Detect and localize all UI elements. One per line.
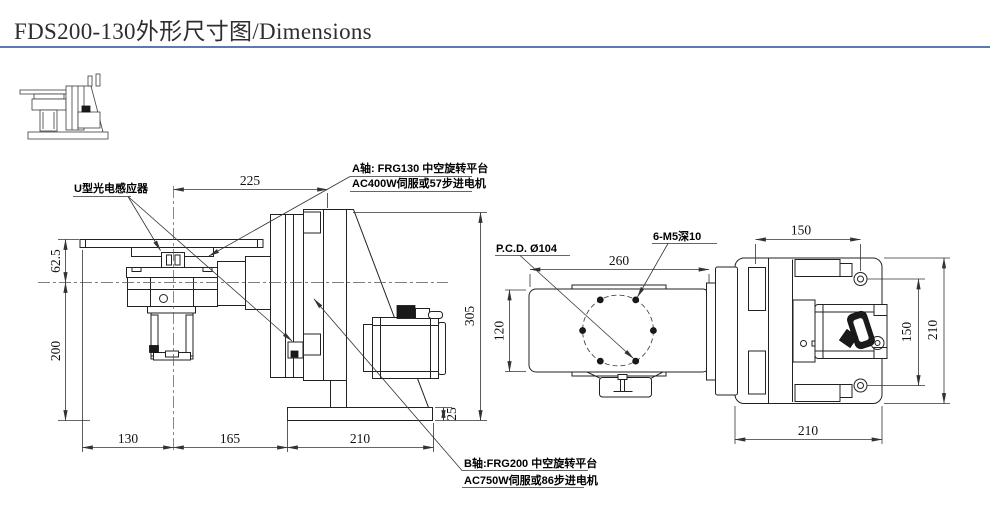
- dim-130: 130: [118, 431, 139, 446]
- bolt-circle: [579, 294, 657, 367]
- callout-leaders: [73, 176, 588, 488]
- motor-end-view: [792, 299, 888, 363]
- label-pcd: P.C.D. Ø104: [496, 243, 558, 255]
- dim-200: 200: [48, 341, 63, 362]
- label-tapped-holes: 6-M5深10: [653, 229, 701, 243]
- front-view: 225 62.5 200 130 165 210 305 25 U型光电感应器 …: [38, 161, 598, 488]
- dim-150-top: 150: [791, 223, 812, 238]
- top-dimensions: [495, 243, 717, 373]
- dim-210-bottom: 210: [798, 423, 819, 438]
- dim-225: 225: [240, 173, 261, 188]
- side-dimensions: [734, 237, 950, 444]
- dim-120: 120: [492, 321, 507, 342]
- dim-62-5: 62.5: [48, 249, 63, 273]
- callout-u-sensor: U型光电感应器: [74, 181, 149, 195]
- dim-150-right: 150: [899, 322, 914, 343]
- callout-axis-a-line1: A轴: FRG130 中空旋转平台: [352, 161, 488, 175]
- top-view: 260 120 P.C.D. Ø104 6-M5深10: [492, 229, 717, 398]
- dim-210-base: 210: [350, 431, 371, 446]
- top-outline: [528, 284, 717, 398]
- thumbnail-isometric-view: [19, 73, 109, 140]
- title-underline: [0, 46, 990, 48]
- front-dimensions: [58, 187, 487, 452]
- dim-260: 260: [609, 253, 630, 268]
- callout-axis-b-line1: B轴:FRG200 中空旋转平台: [464, 456, 597, 470]
- callout-axis-a-line2: AC400W伺服或57步进电机: [352, 176, 486, 190]
- side-view: 150 150 210 210: [706, 223, 950, 444]
- dim-305: 305: [462, 306, 477, 327]
- dim-210-right: 210: [925, 320, 940, 341]
- dim-165: 165: [220, 431, 241, 446]
- front-outline: [79, 209, 446, 421]
- dim-25: 25: [444, 407, 459, 421]
- front-centerlines: [38, 186, 448, 452]
- callout-axis-b-line2: AC750W伺服或86步进电机: [464, 473, 598, 487]
- page-title: FDS200-130外形尺寸图/Dimensions: [14, 19, 372, 44]
